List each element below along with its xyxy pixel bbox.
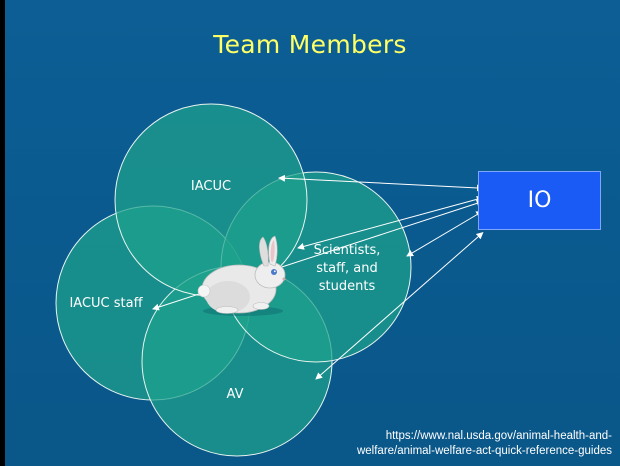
arrow-students-io	[406, 210, 484, 257]
label-scientists-line1: Scientists,	[313, 243, 381, 258]
label-scientists-line3: students	[318, 279, 376, 294]
source-line2[interactable]: welfare/animal-welfare-act-quick-referen…	[356, 445, 612, 457]
label-iacuc-staff: IACUC staff	[69, 296, 143, 311]
label-scientists-line2: staff, and	[316, 261, 378, 276]
slide-title: Team Members	[213, 30, 407, 59]
source-line1[interactable]: https://www.nal.usda.gov/animal-health-a…	[385, 430, 612, 442]
label-av: AV	[226, 387, 244, 402]
rabbit-illustration	[197, 235, 286, 316]
team-diagram	[55, 103, 484, 457]
io-box: IO	[478, 171, 601, 230]
arrow-iacuc-io	[278, 174, 484, 192]
source-citation[interactable]: https://www.nal.usda.gov/animal-health-a…	[357, 429, 612, 459]
label-iacuc: IACUC	[190, 179, 232, 194]
io-box-label: IO	[527, 188, 552, 213]
label-scientists: Scientists, staff, and students	[307, 242, 387, 296]
